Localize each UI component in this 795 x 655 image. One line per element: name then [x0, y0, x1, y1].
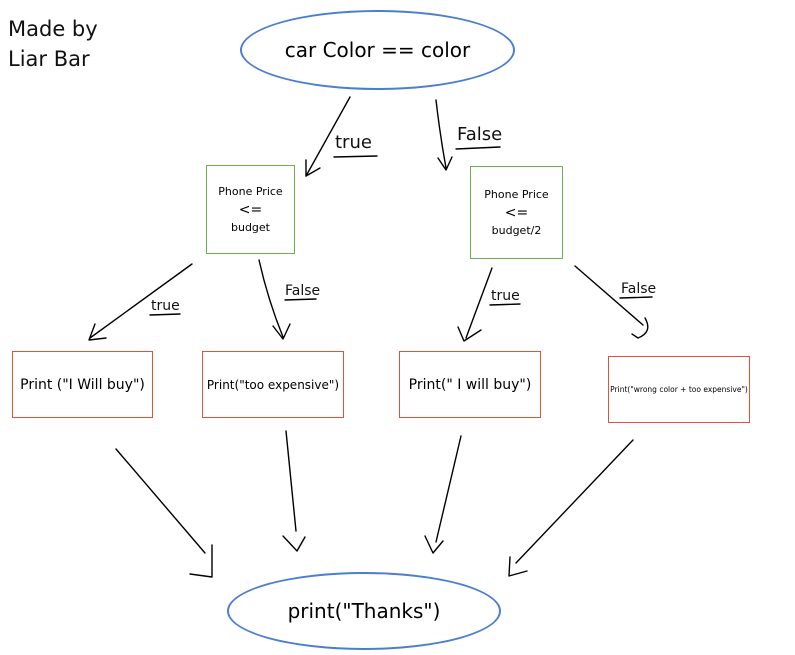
arrow-out3-to-end-head [424, 535, 444, 554]
arrow-root-to-right-head [437, 156, 453, 171]
arrow-condright-to-out3-head [457, 326, 482, 342]
edge-label-right-false: False [621, 281, 657, 297]
underline-root-true [333, 155, 378, 158]
arrow-condleft-to-out1 [89, 263, 193, 339]
left-cond-line3: budget [231, 220, 270, 234]
underline-left-true [149, 313, 181, 316]
underline-right-false [619, 296, 653, 299]
print-thanks-end-node: print("Thanks") [227, 572, 501, 650]
edge-label-left-true: true [151, 298, 180, 314]
arrow-condright-to-out3 [465, 267, 493, 339]
output-i-will-buy-left: Print ("I Will buy") [12, 351, 153, 418]
root-condition-text: car Color == color [284, 38, 471, 62]
arrow-condright-to-out4 [574, 265, 644, 326]
arrow-out2-to-end [285, 430, 297, 532]
right-cond-line3: budget/2 [491, 223, 542, 237]
author-credit: Made by Liar Bar [8, 14, 138, 74]
edge-label-root-false: False [457, 124, 503, 145]
output-too-expensive: Print("too expensive") [202, 351, 344, 418]
arrow-out4-to-end-head [508, 556, 528, 577]
output-wrong-color-too-expensive: Print("wrong color + too expensive") [608, 356, 750, 423]
edge-label-root-true: true [335, 132, 372, 153]
right-cond-line2: <= [504, 204, 529, 221]
left-cond-line1: Phone Price [218, 184, 283, 198]
underline-left-false [284, 298, 317, 301]
arrow-condleft-to-out1-head [88, 323, 107, 341]
output-2-text: Print("too expensive") [206, 377, 340, 392]
arrow-out4-to-end [515, 439, 634, 564]
arrow-root-to-left [305, 96, 351, 177]
phone-price-half-budget-node: Phone Price <= budget/2 [470, 166, 563, 259]
output-i-will-buy-right: Print(" I will buy") [399, 351, 541, 418]
right-cond-line1: Phone Price [484, 187, 549, 201]
phone-price-budget-node: Phone Price <= budget [206, 165, 295, 254]
output-3-text: Print(" I will buy") [408, 376, 532, 393]
arrow-out2-to-end-head [282, 535, 306, 552]
edge-label-right-true: true [491, 288, 520, 304]
root-condition-node: car Color == color [240, 10, 515, 90]
arrow-condleft-to-out2 [258, 259, 284, 338]
end-node-text: print("Thanks") [287, 599, 441, 623]
left-cond-line2: <= [238, 201, 263, 218]
underline-root-false [455, 146, 501, 150]
author-credit-line1: Made by [8, 17, 98, 41]
arrow-out3-to-end [435, 435, 462, 543]
author-credit-line2: Liar Bar [8, 47, 90, 71]
output-4-text: Print("wrong color + too expensive") [610, 385, 748, 394]
arrow-out1-to-end [115, 448, 206, 554]
arrow-condright-to-out4-head [631, 317, 649, 339]
output-1-text: Print ("I Will buy") [20, 376, 145, 393]
underline-right-true [489, 303, 521, 306]
arrow-condleft-to-out2-head [272, 323, 291, 340]
edge-label-left-false: False [285, 283, 321, 299]
arrow-root-to-left-head [305, 159, 321, 177]
arrow-root-to-right [435, 99, 447, 169]
arrow-out1-to-end-head [189, 544, 213, 578]
